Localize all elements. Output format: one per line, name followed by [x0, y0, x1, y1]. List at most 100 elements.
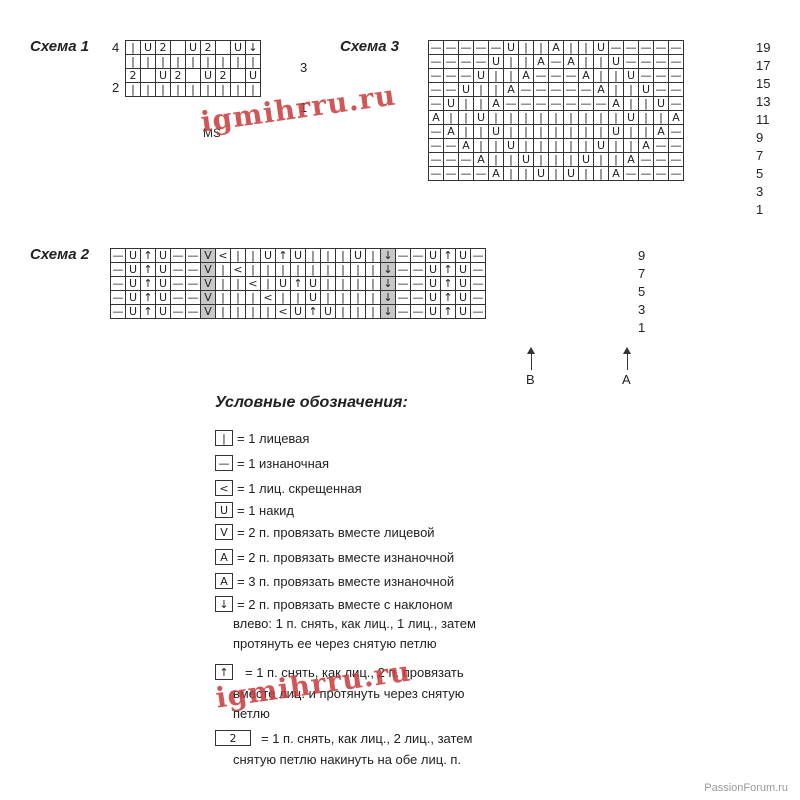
- grid-cell: |: [215, 54, 231, 69]
- grid-cell: ↓: [380, 276, 396, 291]
- grid-cell: —: [668, 68, 684, 83]
- grid-cell: |: [458, 110, 474, 125]
- grid-cell: U: [290, 248, 306, 263]
- grid-cell: —: [623, 54, 639, 69]
- grid-cell: |: [638, 124, 654, 139]
- grid-cell: U: [425, 276, 441, 291]
- grid-cell: |: [593, 124, 609, 139]
- grid-cell: |: [503, 124, 519, 139]
- grid-cell: |: [578, 54, 594, 69]
- grid-cell: U: [533, 166, 549, 181]
- row-number: 3: [638, 302, 646, 317]
- grid-cell: —: [668, 152, 684, 167]
- grid-cell: U: [245, 68, 261, 83]
- grid-cell: |: [623, 138, 639, 153]
- grid-cell: U: [455, 276, 471, 291]
- grid-cell: U: [305, 290, 321, 305]
- grid-cell: U: [518, 152, 534, 167]
- grid-row: —U↑U——V|<|||||||||↓——U↑U—: [110, 262, 486, 277]
- grid-cell: —: [410, 262, 426, 277]
- grid-cell: |: [335, 276, 351, 291]
- grid-cell: —: [638, 166, 654, 181]
- grid-cell: —: [470, 262, 486, 277]
- grid-cell: |: [245, 290, 261, 305]
- purl-icon: —: [215, 455, 233, 471]
- row-number: 15: [756, 76, 771, 91]
- legend-item-9: ↑ = 1 п. снять, как лиц., 2 п. провязать: [215, 664, 464, 680]
- row-number: 9: [756, 130, 764, 145]
- grid-row: —————U||A||U—————: [428, 40, 684, 55]
- grid-cell: |: [275, 262, 291, 277]
- grid-cell: U: [350, 248, 366, 263]
- scheme1-rownum-3: 3: [300, 60, 308, 75]
- crossed-knit-icon: <: [215, 480, 233, 496]
- arrow-a-icon: [623, 347, 631, 370]
- row-number: 1: [756, 202, 764, 217]
- grid-row: —U↑U——V||<|U↑U||||↓——U↑U—: [110, 276, 486, 291]
- grid-cell: |: [473, 82, 489, 97]
- grid-cell: U: [608, 124, 624, 139]
- grid-cell: U: [305, 276, 321, 291]
- grid-cell: |: [125, 82, 141, 97]
- grid-cell: —: [533, 96, 549, 111]
- grid-cell: —: [533, 82, 549, 97]
- grid-cell: |: [518, 166, 534, 181]
- grid-cell: |: [200, 82, 216, 97]
- grid-cell: V: [200, 262, 216, 277]
- legend-item-text: = 1 лиц. скрещенная: [237, 480, 362, 496]
- grid-cell: |: [518, 40, 534, 55]
- grid-cell: —: [428, 82, 444, 97]
- grid-cell: |: [230, 82, 246, 97]
- grid-cell: |: [260, 304, 276, 319]
- grid-cell: U: [425, 262, 441, 277]
- grid-cell: ↑: [140, 262, 156, 277]
- grid-cell: U: [425, 290, 441, 305]
- grid-cell: |: [638, 110, 654, 125]
- grid-cell: U: [593, 40, 609, 55]
- grid-cell: |: [563, 124, 579, 139]
- grid-cell: U: [638, 82, 654, 97]
- grid-cell: |: [125, 54, 141, 69]
- grid-cell: —: [170, 304, 186, 319]
- grid-cell: U: [578, 152, 594, 167]
- grid-cell: —: [185, 304, 201, 319]
- grid-cell: |: [638, 96, 654, 111]
- grid-cell: |: [185, 82, 201, 97]
- grid-cell: A: [563, 54, 579, 69]
- grid-cell: U: [593, 138, 609, 153]
- grid-cell: A: [593, 82, 609, 97]
- label-a: A: [622, 372, 631, 387]
- grid-cell: —: [185, 290, 201, 305]
- grid-cell: |: [563, 152, 579, 167]
- grid-cell: |: [608, 152, 624, 167]
- row-number: 5: [756, 166, 764, 181]
- grid-cell: U: [155, 68, 171, 83]
- grid-cell: |: [200, 54, 216, 69]
- grid-cell: U: [125, 276, 141, 291]
- grid-cell: A: [623, 152, 639, 167]
- grid-cell: —: [428, 166, 444, 181]
- grid-cell: U: [155, 262, 171, 277]
- grid-cell: —: [410, 290, 426, 305]
- grid-cell: ↑: [140, 304, 156, 319]
- grid-cell: U: [455, 262, 471, 277]
- grid-cell: |: [593, 110, 609, 125]
- legend-item: V= 2 п. провязать вместе лицевой: [215, 524, 435, 540]
- grid-cell: U: [473, 68, 489, 83]
- grid-cell: U: [503, 40, 519, 55]
- grid-cell: A: [578, 68, 594, 83]
- legend-item: —= 1 изнаночная: [215, 455, 329, 471]
- grid-cell: 2: [170, 68, 186, 83]
- grid-cell: |: [563, 138, 579, 153]
- grid-cell: |: [563, 110, 579, 125]
- grid-cell: |: [350, 262, 366, 277]
- grid-cell: U: [623, 68, 639, 83]
- grid-cell: |: [578, 138, 594, 153]
- grid-cell: U: [488, 124, 504, 139]
- grid-cell: —: [395, 248, 411, 263]
- grid-cell: |: [548, 152, 564, 167]
- grid-cell: —: [110, 276, 126, 291]
- grid-cell: U: [425, 248, 441, 263]
- grid-cell: U: [608, 54, 624, 69]
